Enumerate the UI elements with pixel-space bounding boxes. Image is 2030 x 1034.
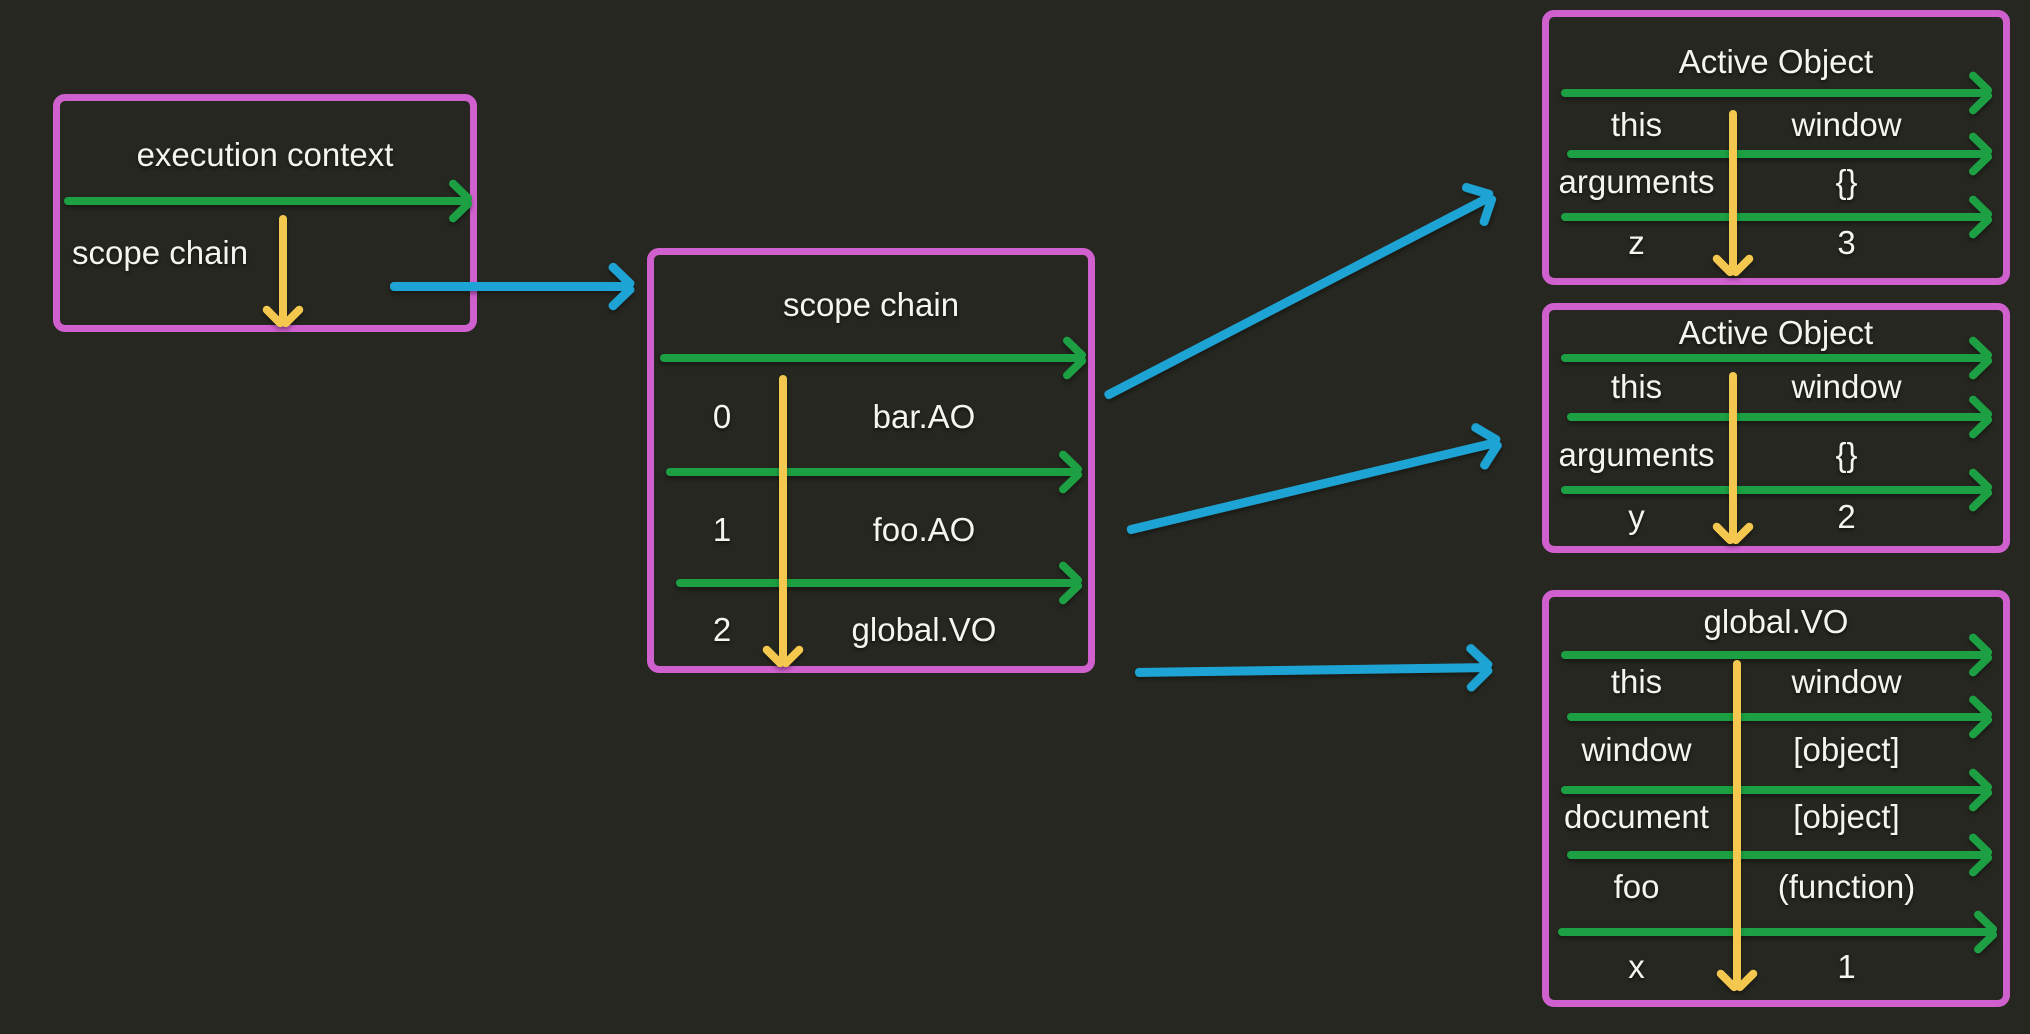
row-value: global.VO: [851, 611, 997, 648]
scope-chain-box: scope chain 0 bar.AO 1 foo.AO 2 global.V…: [647, 248, 1095, 673]
table-row: z 3: [1549, 223, 2003, 263]
row-key: this: [1610, 106, 1663, 143]
green-arrow: [1567, 413, 1988, 421]
yellow-arrow: [1733, 660, 1741, 987]
row-value: window: [1791, 368, 1902, 405]
green-arrow: [676, 579, 1078, 587]
table-row: this window: [1549, 662, 2003, 702]
row-key: x: [1628, 948, 1645, 985]
row-value: bar.AO: [872, 398, 976, 435]
global-vo-title: global.VO: [1703, 603, 1849, 640]
row-key: 1: [712, 511, 732, 548]
green-arrow: [1561, 354, 1988, 362]
table-row: 0 bar.AO: [654, 397, 1088, 437]
row-key: z: [1628, 224, 1645, 261]
active-object-bar-title: Active Object: [1678, 43, 1874, 80]
table-row: x 1: [1549, 947, 2003, 987]
execution-context-title: execution context: [136, 136, 394, 173]
table-row: 1 foo.AO: [654, 510, 1088, 550]
green-arrow: [1561, 486, 1988, 494]
row-value: {}: [1835, 163, 1858, 200]
row-key: window: [1581, 731, 1692, 768]
green-arrow: [1558, 928, 1993, 936]
row-value: {}: [1835, 436, 1858, 473]
row-value: (function): [1777, 868, 1916, 905]
scope-chain-label: scope chain: [72, 234, 249, 271]
row-value: [object]: [1793, 798, 1900, 835]
row-key: 2: [712, 611, 732, 648]
row-value: window: [1791, 663, 1902, 700]
green-arrow: [1561, 651, 1988, 659]
green-arrow: [1567, 150, 1988, 158]
table-row: y 2: [1549, 497, 2003, 537]
yellow-arrow: [779, 375, 787, 663]
row-key: this: [1610, 663, 1663, 700]
scope-chain-title: scope chain: [782, 286, 960, 323]
green-arrow: [64, 197, 468, 205]
row-key: arguments: [1558, 163, 1715, 200]
link-arrow-scope-to-bar-ao: [1102, 192, 1493, 401]
link-arrow-scope-to-foo-ao: [1125, 438, 1498, 535]
active-object-foo-title: Active Object: [1678, 314, 1874, 351]
yellow-arrow: [279, 215, 287, 323]
active-object-foo-box: Active Object this window arguments {} y…: [1542, 303, 2010, 553]
green-arrow: [1561, 213, 1988, 221]
green-arrow: [666, 468, 1078, 476]
row-key: document: [1564, 798, 1709, 835]
row-value: 1: [1837, 948, 1856, 985]
row-key: 0: [712, 398, 732, 435]
row-value: foo.AO: [872, 511, 976, 548]
row-key: y: [1628, 498, 1645, 535]
green-arrow: [1561, 89, 1988, 97]
yellow-arrow: [1729, 110, 1737, 272]
green-arrow: [1567, 713, 1988, 721]
table-row: this window: [1549, 367, 2003, 407]
row-value: window: [1791, 106, 1902, 143]
table-row: window [object]: [1549, 730, 2003, 770]
row-value: 2: [1837, 498, 1856, 535]
row-key: this: [1610, 368, 1663, 405]
table-row: arguments {}: [1549, 162, 2003, 202]
row-key: arguments: [1558, 436, 1715, 473]
table-row: this window: [1549, 105, 2003, 145]
row-key: foo: [1613, 868, 1660, 905]
table-row: arguments {}: [1549, 435, 2003, 475]
link-arrow-context-to-scope-chain: [390, 282, 630, 291]
row-value: 3: [1837, 224, 1856, 261]
global-vo-box: global.VO this window window [object] do…: [1542, 590, 2010, 1007]
row-value: [object]: [1793, 731, 1900, 768]
green-arrow: [1561, 786, 1988, 794]
green-arrow: [1567, 851, 1988, 859]
table-row: foo (function): [1549, 867, 2003, 907]
green-arrow: [660, 354, 1082, 362]
execution-context-box: execution context scope chain: [53, 94, 477, 332]
active-object-bar-box: Active Object this window arguments {} z…: [1542, 10, 2010, 285]
yellow-arrow: [1729, 372, 1737, 540]
link-arrow-scope-to-global-vo: [1134, 663, 1489, 677]
table-row: document [object]: [1549, 797, 2003, 837]
table-row: 2 global.VO: [654, 610, 1088, 650]
